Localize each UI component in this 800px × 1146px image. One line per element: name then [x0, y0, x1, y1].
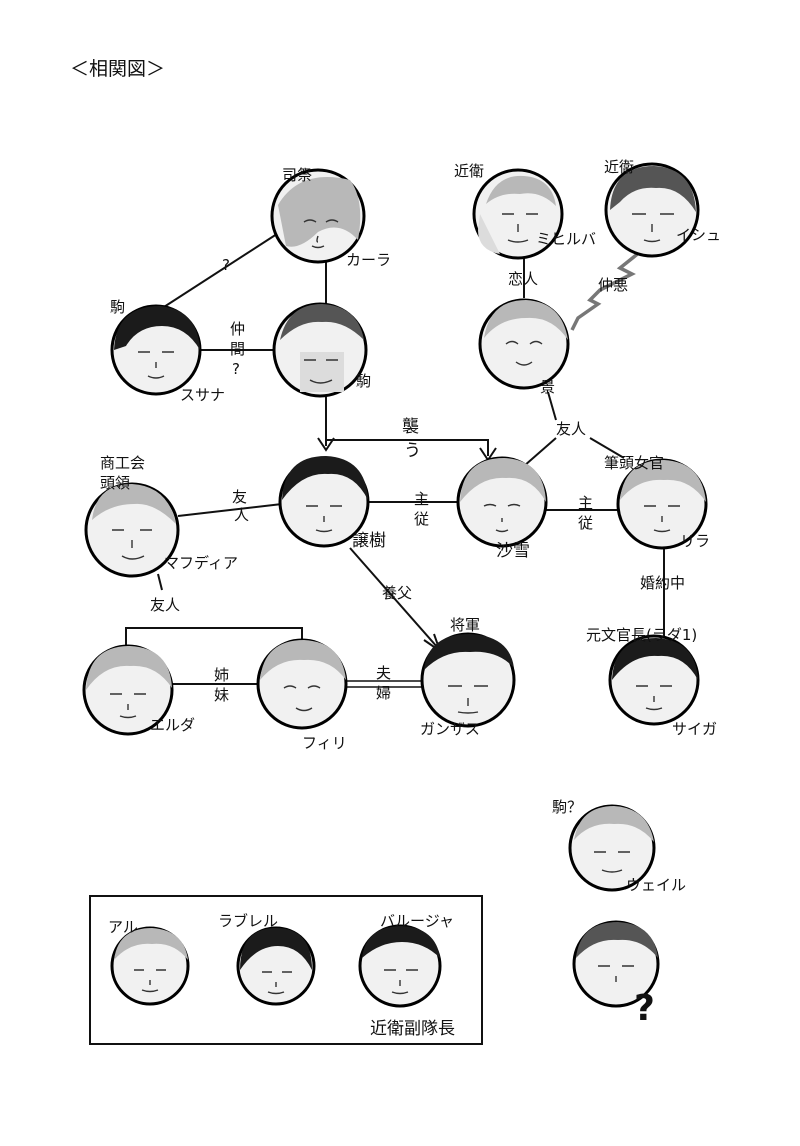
name-kei: 景 — [540, 378, 555, 396]
rel-shuju-lila-1: 主 — [578, 494, 593, 512]
portrait-saiga — [608, 634, 700, 726]
rel-shuju-lila-2: 従 — [578, 514, 593, 532]
edge-mafdia-joju — [177, 503, 283, 517]
rel-konyakuchu: 婚約中 — [640, 574, 685, 592]
rel-nakawarui: 仲悪 — [598, 276, 628, 294]
edge-attack-bracket — [325, 439, 489, 456]
portrait-unknown — [572, 920, 660, 1008]
role-ganzas: 将軍 — [450, 616, 480, 634]
rel-fufu-2: 婦 — [376, 684, 391, 702]
rel-yujin-kei: 友人 — [556, 420, 586, 438]
role-weil: 駒？ — [552, 798, 582, 816]
rel-shuju-joju-1: 主 — [414, 490, 429, 508]
portraits — [82, 162, 708, 1008]
edge-yujin-sayuki — [523, 437, 557, 467]
rel-q-karla-susana: ? — [222, 256, 230, 274]
edge-yujin-lila — [589, 437, 625, 459]
edge-kei-sayuki — [547, 391, 557, 421]
role-karla: 司祭 — [282, 166, 312, 184]
name-sayuki: 沙雪 — [496, 541, 530, 561]
rel-yujin-mafdia-2: 人 — [234, 506, 249, 524]
portrait-sayuki — [456, 456, 548, 548]
page-title: ＜相関図＞ — [70, 58, 165, 80]
relation-lines — [125, 231, 665, 688]
portrait-joju — [278, 456, 370, 548]
name-koma: 駒 — [356, 372, 371, 390]
edge-sisters-bracket — [125, 627, 303, 650]
relation-labels: ? 仲 間 ? 恋人 仲悪 襲 う 友人 友 人 主 従 主 従 養父 婚約中 … — [150, 256, 685, 704]
portrait-ganzas — [420, 632, 516, 728]
name-joju: 譲樹 — [352, 531, 386, 551]
role-barruja: 近衛副隊長 — [370, 1019, 455, 1039]
name-mafdia: マフディア — [164, 554, 238, 572]
rel-yujin-mafdia-1: 友 — [232, 488, 247, 506]
portrait-mihirba — [472, 168, 564, 260]
portrait-al — [110, 926, 190, 1006]
sub-characters-frame — [89, 895, 483, 1045]
portrait-lila — [616, 458, 708, 550]
name-lila: リラ — [680, 532, 710, 550]
name-ganzas: ガンザス — [420, 720, 480, 738]
role-saiga: 元文官長(ラダ1) — [586, 626, 697, 644]
role-susana: 駒 — [110, 298, 125, 316]
rel-shuju-joju-2: 従 — [414, 510, 429, 528]
rel-fufu-1: 夫 — [376, 664, 391, 682]
name-ishu: イシュ — [676, 226, 721, 244]
name-labrel: ラブレル — [218, 912, 278, 930]
portrait-karla — [270, 168, 366, 264]
name-unknown: ? — [634, 988, 655, 1029]
edge-karla-susana — [149, 231, 281, 317]
portrait-mafdia — [84, 482, 180, 578]
name-saiga: サイガ — [672, 720, 717, 738]
rel-nakama-3: ? — [232, 360, 240, 378]
role-mihirba: 近衛 — [454, 162, 484, 180]
arrow-head-joju — [317, 437, 335, 452]
rel-nakama-1: 仲 — [230, 320, 245, 338]
character-labels: 司祭 カーラ 近衛 ミヒルバ 近衛 イシュ 駒 スサナ 駒 景 商工会 頭領 マ… — [100, 158, 721, 1039]
name-mihirba: ミヒルバ — [536, 230, 596, 248]
portrait-ishu — [604, 162, 700, 258]
portrait-kei — [478, 298, 570, 390]
portrait-koma — [272, 302, 368, 398]
edge-joju-ganzas — [349, 547, 439, 649]
role-mafdia-line1: 商工会 — [100, 454, 145, 472]
rel-yujin-sisters: 友人 — [150, 596, 180, 614]
role-ishu: 近衛 — [604, 158, 634, 176]
role-mafdia-line2: 頭領 — [100, 474, 130, 492]
portrait-barruja — [358, 924, 442, 1008]
portrait-firi — [256, 638, 348, 730]
role-lila: 筆頭女官 — [604, 454, 664, 472]
rel-osou-1: 襲 — [402, 417, 419, 437]
portrait-susana — [110, 304, 202, 396]
rel-shimai-2: 妹 — [214, 686, 229, 704]
rel-osou-2: う — [404, 441, 421, 461]
edge-mafdia-down — [157, 573, 163, 591]
name-barruja: バルージャ — [380, 912, 454, 930]
rel-yofu: 養父 — [382, 584, 412, 602]
rel-nakama-2: 間 — [230, 340, 245, 358]
name-weil: ウェイル — [626, 876, 686, 894]
rel-shimai-1: 姉 — [214, 666, 229, 684]
name-al: アル — [108, 918, 138, 936]
name-elda: エルダ — [150, 716, 195, 734]
portrait-labrel — [236, 926, 316, 1006]
name-karla: カーラ — [346, 251, 391, 269]
rel-koibito: 恋人 — [508, 270, 538, 288]
name-susana: スサナ — [180, 386, 225, 404]
portrait-weil — [568, 804, 656, 892]
portrait-elda — [82, 644, 174, 736]
edge-ishu-kei — [570, 250, 642, 331]
name-firi: フィリ — [302, 734, 347, 752]
